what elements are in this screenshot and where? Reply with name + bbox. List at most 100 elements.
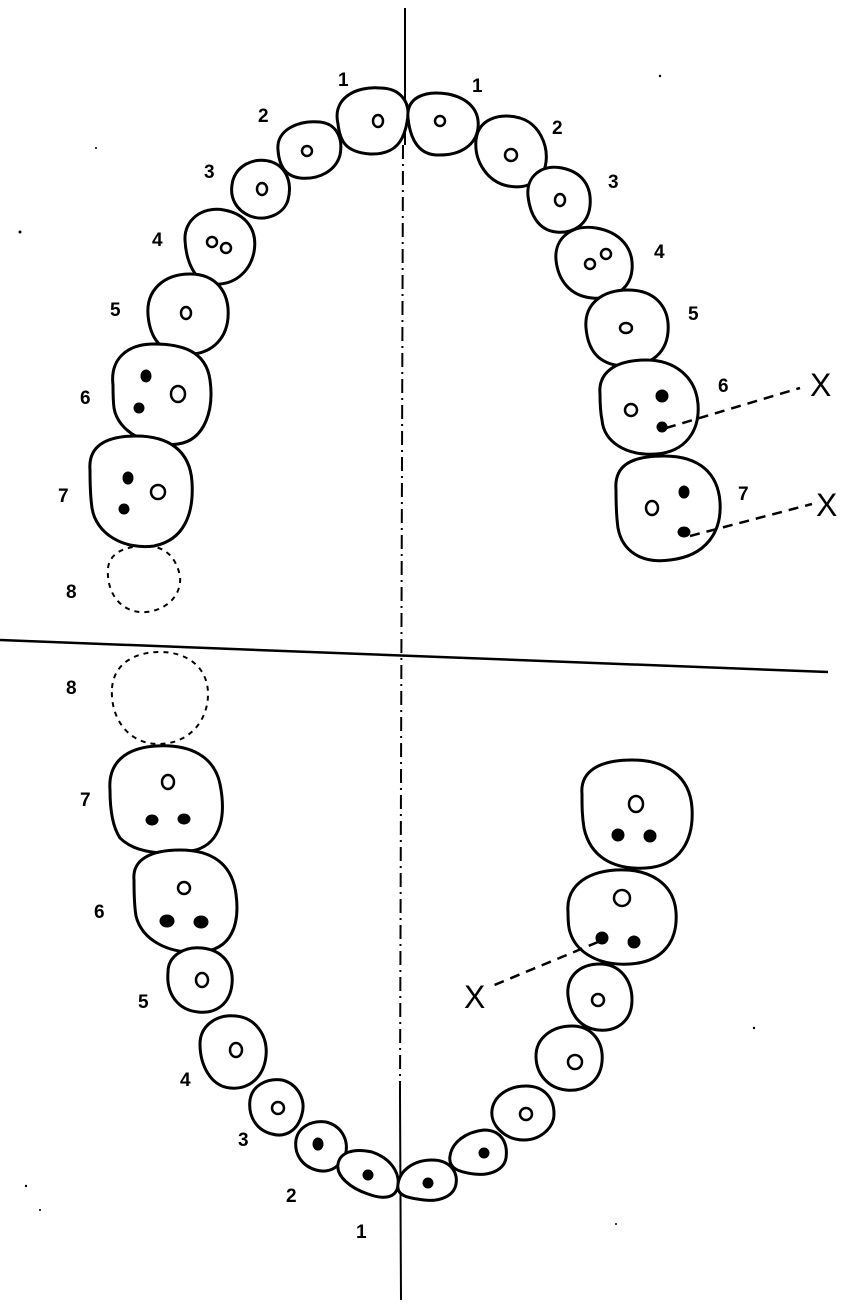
canal-filled-marker bbox=[643, 829, 657, 843]
canal-filled-marker bbox=[145, 814, 159, 826]
tooth-number-label: 6 bbox=[718, 376, 729, 397]
scan-speck bbox=[615, 1223, 617, 1225]
canal-filled-marker bbox=[422, 1177, 434, 1189]
tooth-upper-left-3 bbox=[526, 165, 592, 234]
tooth-number-label: 7 bbox=[58, 486, 69, 507]
canal-open-marker bbox=[590, 992, 606, 1008]
canal-filled-marker bbox=[627, 935, 641, 949]
leader-line-lower-6 bbox=[491, 940, 599, 988]
tooth-upper-left-4 bbox=[554, 225, 634, 300]
tooth-lower-right-7 bbox=[108, 744, 224, 855]
leader-line-upper-6 bbox=[665, 386, 801, 430]
scan-speck bbox=[39, 1209, 41, 1211]
canal-open-marker bbox=[228, 1041, 244, 1059]
canal-open-marker bbox=[583, 257, 597, 271]
canal-filled-marker bbox=[133, 402, 145, 414]
tooth-upper-right-8-missing bbox=[106, 544, 182, 614]
tooth-upper-left-1 bbox=[406, 91, 480, 157]
canal-open-marker bbox=[566, 1053, 584, 1071]
tooth-number-label: 6 bbox=[80, 388, 91, 409]
canal-filled-marker bbox=[677, 526, 691, 538]
canal-open-marker bbox=[160, 773, 176, 791]
tooth-upper-right-3 bbox=[230, 158, 291, 220]
tooth-number-label: 7 bbox=[80, 790, 91, 811]
scan-speck bbox=[18, 230, 22, 234]
tooth-number-label: 2 bbox=[286, 1186, 297, 1207]
upper-arch bbox=[88, 86, 722, 614]
tooth-lower-right-4 bbox=[198, 1014, 268, 1090]
tooth-upper-right-2 bbox=[276, 120, 343, 180]
tooth-lower-left-7 bbox=[580, 758, 694, 870]
tooth-lower-left-1 bbox=[396, 1158, 458, 1202]
tooth-number-label: 8 bbox=[66, 582, 77, 603]
tooth-number-label: 2 bbox=[552, 118, 563, 139]
tooth-number-label: 8 bbox=[66, 678, 77, 699]
tooth-upper-right-1 bbox=[335, 86, 410, 156]
x-marker-upper-6: X bbox=[810, 367, 831, 403]
tooth-number-label: 4 bbox=[180, 1070, 191, 1091]
tooth-lower-left-6 bbox=[566, 868, 678, 966]
tooth-number-label: 6 bbox=[94, 902, 105, 923]
leader-line-upper-7 bbox=[689, 502, 813, 538]
canal-filled-marker bbox=[177, 813, 191, 825]
canal-filled-marker bbox=[118, 503, 130, 515]
canal-open-marker bbox=[194, 971, 210, 989]
tooth-lower-right-6 bbox=[132, 848, 239, 954]
canal-open-marker bbox=[623, 402, 639, 418]
canal-filled-marker bbox=[312, 1137, 324, 1151]
lower-arch bbox=[108, 650, 694, 1202]
tooth-number-label: 3 bbox=[238, 1130, 249, 1151]
tooth-upper-right-5 bbox=[146, 272, 230, 356]
tooth-lower-right-3 bbox=[248, 1078, 305, 1137]
tooth-upper-left-2 bbox=[474, 114, 548, 189]
canal-open-marker bbox=[433, 114, 447, 128]
canal-open-marker bbox=[149, 483, 167, 501]
canal-open-marker bbox=[553, 192, 567, 208]
canal-filled-marker bbox=[159, 914, 175, 928]
tooth-lower-right-5 bbox=[166, 946, 234, 1014]
canal-open-marker bbox=[371, 113, 385, 129]
canal-filled-marker bbox=[122, 471, 134, 485]
tooth-upper-right-7 bbox=[88, 434, 194, 549]
tooth-number-label: 1 bbox=[338, 70, 349, 91]
tooth-lower-left-2 bbox=[448, 1128, 508, 1176]
canal-open-marker bbox=[179, 305, 193, 321]
canal-open-marker bbox=[627, 794, 645, 814]
tooth-upper-left-7 bbox=[614, 454, 722, 563]
midline-lower bbox=[399, 1094, 402, 1301]
tooth-lower-left-4 bbox=[534, 1024, 604, 1092]
tooth-lower-left-3 bbox=[490, 1084, 556, 1142]
tooth-number-label: 1 bbox=[472, 76, 483, 97]
canal-open-marker bbox=[255, 181, 269, 197]
tooth-number-label: 4 bbox=[654, 242, 665, 263]
canal-open-marker bbox=[219, 241, 233, 255]
canal-open-marker bbox=[176, 880, 192, 896]
canal-filled-marker bbox=[362, 1169, 374, 1181]
tooth-number-label: 3 bbox=[608, 172, 619, 193]
tooth-number-label: 4 bbox=[152, 230, 163, 251]
x-marker-upper-7: X bbox=[816, 487, 837, 523]
arch-separator bbox=[0, 638, 829, 674]
canal-open-marker bbox=[618, 321, 634, 335]
midline-dashed bbox=[399, 144, 404, 1096]
tooth-number-label: 5 bbox=[688, 304, 699, 325]
tooth-number-label: 5 bbox=[110, 300, 121, 321]
canal-open-marker bbox=[612, 888, 632, 908]
canal-filled-marker bbox=[595, 931, 609, 945]
canal-open-marker bbox=[518, 1106, 534, 1122]
scan-speck bbox=[658, 74, 662, 78]
canal-open-marker bbox=[599, 247, 613, 261]
canal-open-marker bbox=[270, 1100, 286, 1116]
canal-filled-marker bbox=[193, 915, 209, 929]
tooth-number-label: 5 bbox=[138, 992, 149, 1013]
canal-open-marker bbox=[300, 144, 314, 158]
canal-open-marker bbox=[644, 499, 660, 517]
tooth-upper-left-5 bbox=[584, 288, 670, 368]
canal-filled-marker bbox=[656, 421, 668, 433]
canal-filled-marker bbox=[678, 485, 690, 499]
canal-open-marker bbox=[169, 384, 187, 404]
scan-speck bbox=[752, 1026, 756, 1030]
tooth-lower-right-8-missing bbox=[110, 650, 210, 746]
canal-open-marker bbox=[503, 147, 519, 163]
